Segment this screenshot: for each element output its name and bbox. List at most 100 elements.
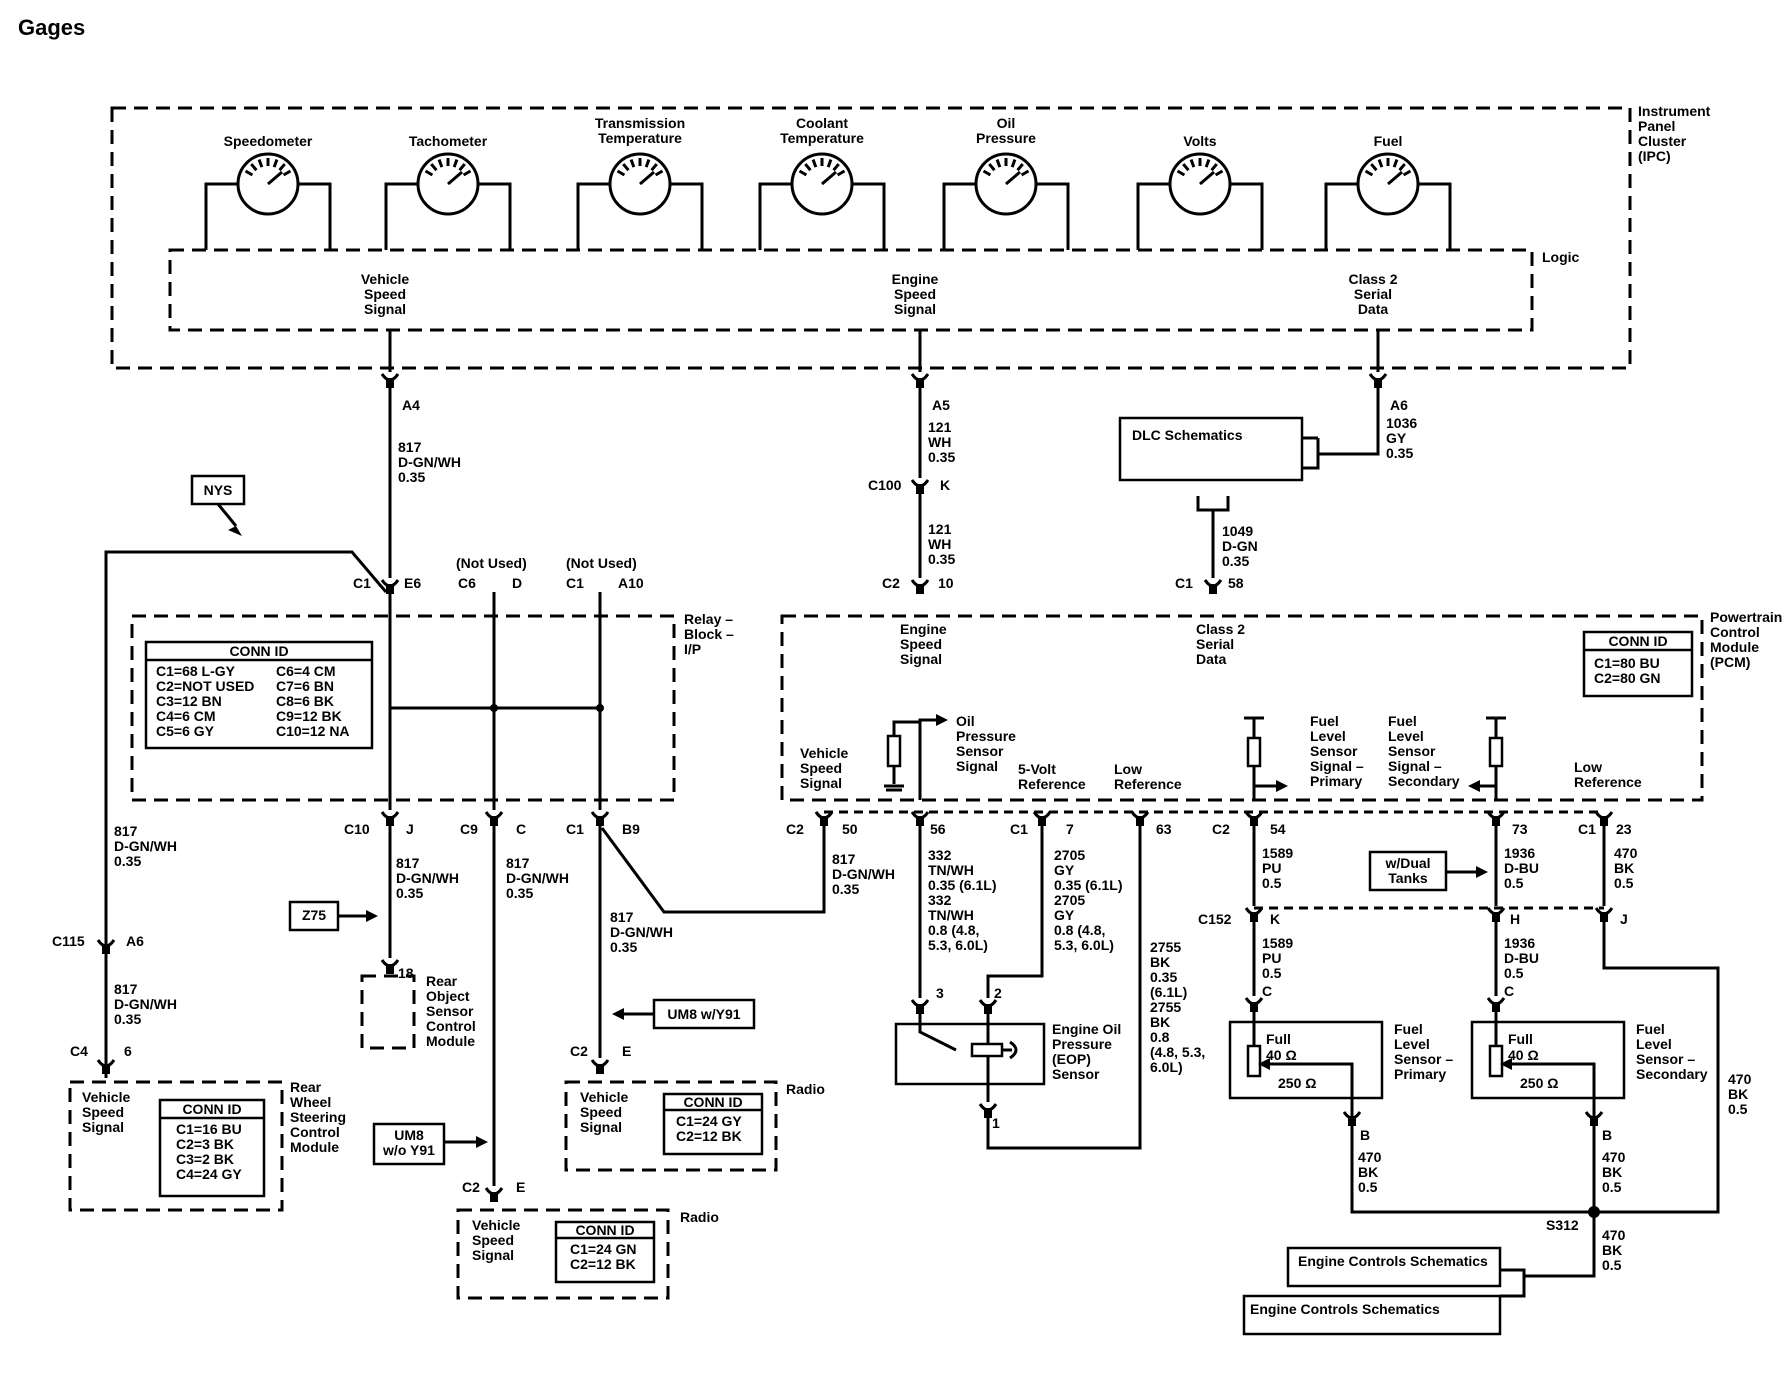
label: 250 Ω bbox=[1520, 1075, 1558, 1091]
gauge-0: Speedometer bbox=[204, 133, 332, 250]
label: (Not Used) bbox=[456, 555, 527, 571]
label: w/Dual bbox=[1384, 855, 1430, 871]
label: Speed bbox=[82, 1104, 124, 1120]
label: D-BU bbox=[1504, 950, 1539, 966]
label: Serial bbox=[1196, 636, 1234, 652]
label: UM8 bbox=[394, 1127, 424, 1143]
label: 0.5 bbox=[1602, 1257, 1622, 1273]
label: C2=NOT USED bbox=[156, 678, 254, 694]
label: C115 bbox=[52, 933, 85, 949]
label: C2=12 BK bbox=[570, 1256, 636, 1272]
label: 18 bbox=[398, 965, 414, 981]
label: GY bbox=[1054, 907, 1075, 923]
gauge-label: Pressure bbox=[976, 130, 1036, 146]
label: 0.35 bbox=[1386, 445, 1413, 461]
page-title: Gages bbox=[18, 15, 85, 40]
label: 817 bbox=[398, 439, 422, 455]
label: Module bbox=[290, 1139, 339, 1155]
label: Engine bbox=[900, 621, 947, 637]
label: Radio bbox=[786, 1081, 825, 1097]
label: D-GN/WH bbox=[832, 866, 895, 882]
signal-label: Signal bbox=[364, 301, 406, 317]
label: Object bbox=[426, 988, 470, 1004]
label: 2 bbox=[994, 985, 1002, 1001]
label: PU bbox=[1262, 860, 1281, 876]
z75-label: Z75 bbox=[302, 907, 326, 923]
label: 1936 bbox=[1504, 935, 1535, 951]
label: Sensor bbox=[956, 743, 1004, 759]
label: C100 bbox=[868, 477, 902, 493]
label: 817 bbox=[114, 981, 138, 997]
gauge-label: Transmission bbox=[595, 115, 685, 131]
label: Vehicle bbox=[580, 1089, 628, 1105]
label: C9 bbox=[460, 821, 478, 837]
label: 6.0L) bbox=[1150, 1059, 1183, 1075]
label: Control bbox=[1710, 624, 1760, 640]
label: TN/WH bbox=[928, 907, 974, 923]
label: 2755 bbox=[1150, 999, 1181, 1015]
gauge-label: Tachometer bbox=[409, 133, 488, 149]
label: C10 bbox=[344, 821, 370, 837]
label: Reference bbox=[1018, 776, 1086, 792]
label: 250 Ω bbox=[1278, 1075, 1316, 1091]
label: D-GN/WH bbox=[396, 870, 459, 886]
label: Steering bbox=[290, 1109, 346, 1125]
label: 0.8 (4.8, bbox=[928, 922, 979, 938]
label: C1 bbox=[353, 575, 371, 591]
label: C1=24 GY bbox=[676, 1113, 742, 1129]
label: 6 bbox=[124, 1043, 132, 1059]
label: 5-Volt bbox=[1018, 761, 1056, 777]
label: Pressure bbox=[1052, 1036, 1112, 1052]
label: Fuel bbox=[1636, 1021, 1665, 1037]
label: 1049 bbox=[1222, 523, 1253, 539]
label: J bbox=[406, 821, 414, 837]
label: Low bbox=[1574, 759, 1602, 775]
label: 23 bbox=[1616, 821, 1632, 837]
label: Class 2 bbox=[1196, 621, 1245, 637]
label: BK bbox=[1150, 954, 1170, 970]
label: Primary bbox=[1310, 773, 1362, 789]
label: C2 bbox=[882, 575, 900, 591]
signal-label: Vehicle bbox=[361, 271, 409, 287]
gauge-1: Tachometer bbox=[384, 133, 512, 250]
label: E bbox=[516, 1179, 525, 1195]
gauge-label: Temperature bbox=[780, 130, 864, 146]
label: 2755 bbox=[1150, 939, 1181, 955]
label: Vehicle bbox=[82, 1089, 130, 1105]
label: 0.35 bbox=[506, 885, 533, 901]
label: Level bbox=[1388, 728, 1424, 744]
label: Primary bbox=[1394, 1066, 1446, 1082]
label: C bbox=[1504, 983, 1514, 999]
label: C4=6 CM bbox=[156, 708, 216, 724]
label: C1 bbox=[566, 821, 584, 837]
label: D-BU bbox=[1504, 860, 1539, 876]
label: E6 bbox=[404, 575, 421, 591]
label: C5=6 GY bbox=[156, 723, 215, 739]
label: 5.3, 6.0L) bbox=[1054, 937, 1114, 953]
label: Sensor bbox=[426, 1003, 474, 1019]
label: 470 bbox=[1602, 1149, 1626, 1165]
label: Reference bbox=[1574, 774, 1642, 790]
label: Reference bbox=[1114, 776, 1182, 792]
label: C bbox=[1262, 983, 1272, 999]
label: C1=80 BU bbox=[1594, 655, 1660, 671]
label: Vehicle bbox=[800, 745, 848, 761]
label: w/o Y91 bbox=[382, 1142, 435, 1158]
label: 1589 bbox=[1262, 935, 1293, 951]
label: Rear bbox=[290, 1079, 322, 1095]
label: 470 bbox=[1358, 1149, 1382, 1165]
label: CONN ID bbox=[683, 1094, 742, 1110]
label: Speed bbox=[800, 760, 842, 776]
label: CONN ID bbox=[1608, 633, 1667, 649]
page-title: Gages bbox=[18, 15, 85, 40]
label: 1036 bbox=[1386, 415, 1417, 431]
label: K bbox=[1270, 911, 1280, 927]
label: Secondary bbox=[1388, 773, 1460, 789]
